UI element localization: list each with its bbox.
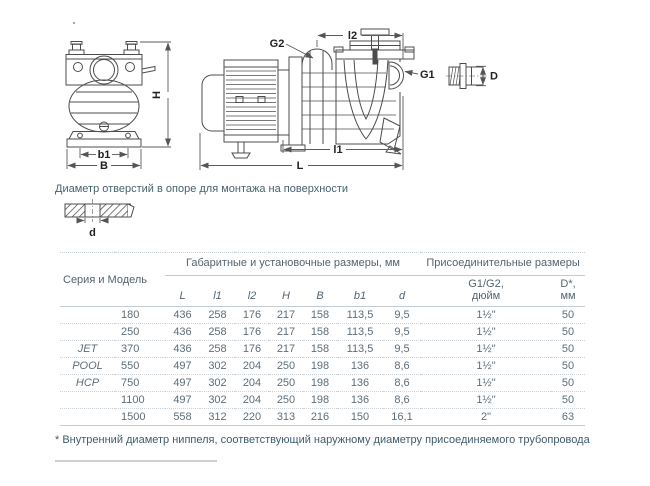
side-view-dimensions [199, 32, 419, 170]
cell-model: 250 [115, 323, 165, 341]
cell-model: 180 [115, 306, 165, 324]
pump-front-view-drawing [65, 22, 156, 148]
dim-label-D: D [490, 71, 498, 83]
table-row: 1500 558 312 220 313 216 150 16,1 2" 63 [60, 408, 586, 426]
series-label: HCP [60, 374, 115, 392]
col-header-l1: l1 [200, 275, 235, 307]
front-view-dimensions [66, 41, 171, 169]
nipple-detail-drawing [446, 63, 487, 89]
table-column-header-row: L l1 l2 H B b1 d G1/G2, дюйм D*, мм [60, 275, 586, 307]
col-header-H: H [269, 275, 303, 307]
col-header-L: L [165, 275, 200, 307]
cell-model: 370 [115, 340, 165, 358]
table-row: 250 436 258 176 217 158 113,5 9,5 1½" 50 [60, 323, 586, 341]
col-header-g1g2: G1/G2, дюйм [421, 275, 552, 307]
table-row: HCP 750 497 302 204 250 198 136 8,6 1½" … [60, 374, 586, 392]
col-header-b1: b1 [337, 275, 383, 307]
dim-label-G1: G1 [420, 69, 435, 81]
dim-label-L: L [297, 160, 304, 172]
table-row: POOL 550 497 302 204 250 198 136 8,6 1½"… [60, 357, 586, 375]
footnote: * Внутренний диаметр ниппеля, соответств… [55, 434, 590, 446]
mounting-holes-caption: Диаметр отверстий в опоре для монтажа на… [55, 183, 349, 195]
dim-label-b1: b1 [98, 149, 111, 161]
col-header-D: D*, мм [551, 275, 586, 307]
pump-drawings: H b1 B [65, 22, 498, 172]
col-header-B: B [303, 275, 337, 307]
col-header-d: d [383, 275, 422, 307]
bottom-divider [55, 460, 217, 462]
series-label: POOL [60, 357, 115, 375]
cell-model: 550 [115, 357, 165, 375]
dimensions-group-header: Габаритные и установочные размеры, мм [165, 252, 422, 276]
mounting-hole-drawing: d [64, 199, 135, 239]
dim-label-H: H [151, 91, 163, 99]
dim-label-d: d [89, 227, 96, 239]
nipple-dimension [476, 65, 486, 87]
table-row: 1100 497 302 204 250 198 136 8,6 1½" 50 [60, 391, 586, 409]
col-header-l2: l2 [235, 275, 269, 307]
cell-model: 1500 [115, 408, 165, 426]
dimensions-table: Серия и Модель Габаритные и установочные… [60, 252, 586, 426]
dim-label-l2: l2 [348, 30, 357, 42]
series-label: JET [60, 340, 115, 358]
table-row: JET 370 436 258 176 217 158 113,5 9,5 1½… [60, 340, 586, 358]
cell-model: 750 [115, 374, 165, 392]
table-group-header-row: Серия и Модель Габаритные и установочные… [60, 252, 586, 307]
table-row: 180 436 258 176 217 158 113,5 9,5 1½" 50 [60, 306, 586, 324]
connection-group-header: Присоединительные размеры [421, 252, 586, 276]
series-model-header: Серия и Модель [60, 252, 165, 307]
pump-side-view-drawing [201, 28, 415, 159]
cell-model: 1100 [115, 391, 165, 409]
dim-label-B: B [100, 160, 108, 172]
dim-label-G2: G2 [270, 38, 285, 50]
dim-label-l1: l1 [333, 144, 342, 156]
